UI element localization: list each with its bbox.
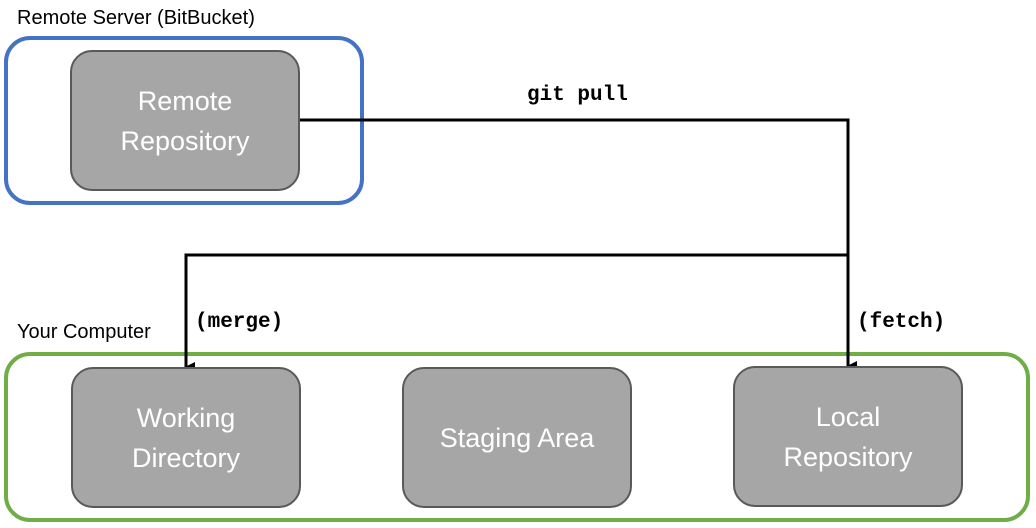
node-label-line: Staging Area bbox=[439, 422, 595, 453]
node-label-line: Working bbox=[136, 402, 236, 433]
working-directory-node: Working Directory bbox=[71, 367, 301, 508]
node-label-line: Repository bbox=[120, 125, 250, 156]
node-label-line: Local bbox=[815, 401, 881, 432]
node-label-line: Directory bbox=[131, 442, 240, 473]
merge-arrow bbox=[184, 253, 848, 372]
remote-repository-node: Remote Repository bbox=[70, 50, 300, 191]
fetch-label: (fetch) bbox=[857, 311, 946, 334]
git-pull-label: git pull bbox=[527, 84, 628, 107]
your-computer-label: Your Computer bbox=[17, 321, 151, 343]
merge-label: (merge) bbox=[195, 311, 284, 334]
node-label-line: Remote bbox=[137, 85, 233, 116]
your-computer-group bbox=[4, 352, 1030, 522]
local-repository-node: Local Repository bbox=[733, 366, 963, 507]
staging-area-node: Staging Area bbox=[402, 367, 632, 508]
node-label-line: Repository bbox=[783, 441, 913, 472]
remote-server-label: Remote Server (BitBucket) bbox=[17, 7, 255, 29]
git-pull-line bbox=[300, 118, 850, 255]
